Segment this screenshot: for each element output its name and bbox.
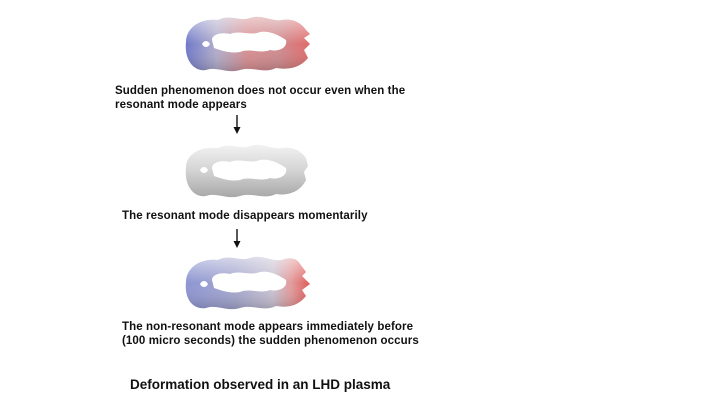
down-arrow-1	[232, 115, 242, 140]
step-1-caption-line-2: resonant mode appears	[115, 99, 247, 111]
torus-non-resonant-mode	[178, 250, 313, 318]
step-3-caption-line-2: (100 micro seconds) the sudden phenomeno…	[122, 335, 419, 347]
step-3-caption: The non-resonant mode appears immediatel…	[122, 320, 419, 348]
step-1-caption: Sudden phenomenon does not occur even wh…	[115, 84, 405, 112]
step-1-caption-line-1: Sudden phenomenon does not occur even wh…	[115, 85, 406, 97]
step-2-caption: The resonant mode disappears momentarily	[122, 209, 368, 223]
torus-no-mode	[178, 138, 313, 206]
step-2-caption-line-1: The resonant mode disappears momentarily	[122, 210, 368, 222]
down-arrow-2	[232, 229, 242, 254]
torus-resonant-mode	[178, 10, 313, 80]
step-3-caption-line-1: The non-resonant mode appears immediatel…	[122, 321, 414, 333]
figure-title: Deformation observed in an LHD plasma	[130, 377, 391, 392]
